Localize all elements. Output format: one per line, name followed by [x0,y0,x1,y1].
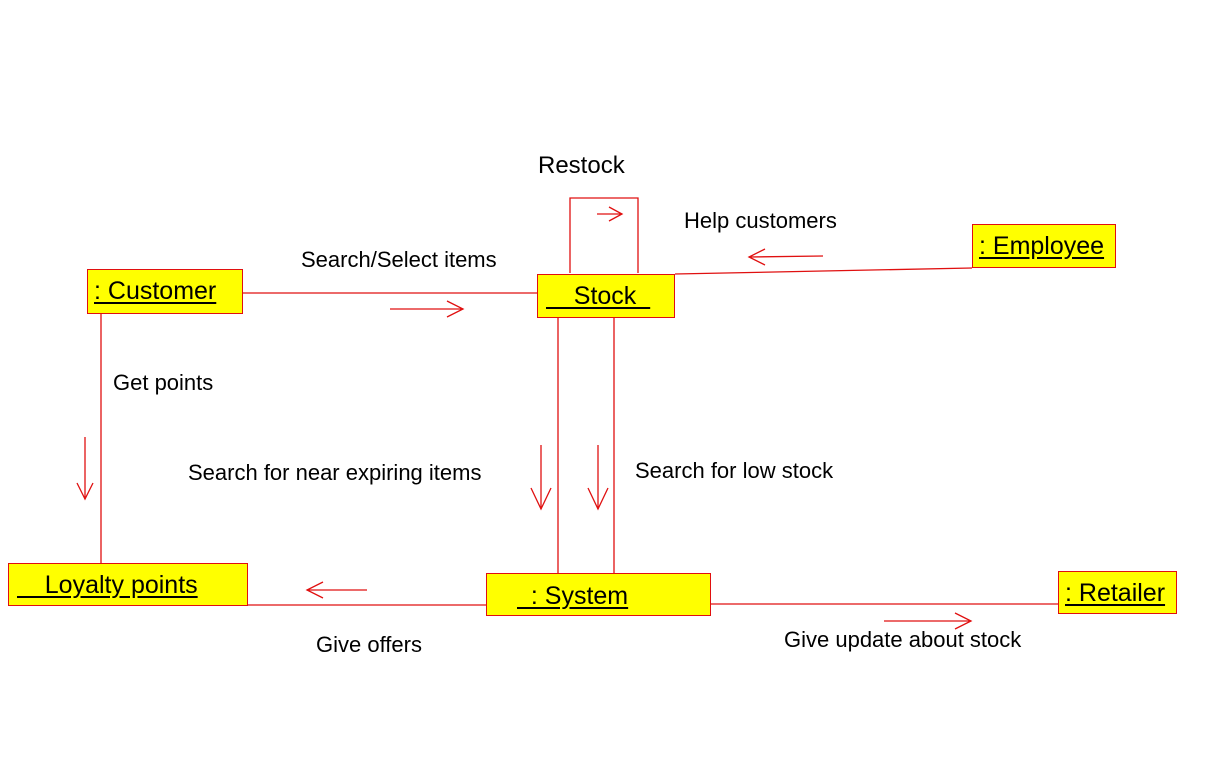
link-stock-self [569,197,639,273]
label-help-customers: Help customers [684,208,837,233]
arrow-near-expiring [530,445,552,511]
arrow-help-customers [747,248,824,266]
arrow-search-select [390,300,465,318]
label-give-offers: Give offers [316,632,422,657]
system-object: : System [486,573,711,616]
arrow-restock [597,206,624,222]
label-low-stock: Search for low stock [635,458,834,483]
arrow-low-stock [587,445,609,511]
loyalty-points-object: Loyalty points [8,563,248,606]
arrow-give-update [884,612,973,630]
arrow-give-offers [305,581,367,599]
employee-object: : Employee [972,224,1116,268]
label-get-points: Get points [113,370,214,395]
label-restock: Restock [538,152,625,179]
retailer-object: : Retailer [1058,571,1177,614]
label-give-update: Give update about stock [784,627,1022,652]
link-stock-employee [674,267,973,275]
stock-object: Stock [537,274,675,318]
label-near-expiring: Search for near expiring items [188,460,482,485]
arrow-get-points [76,437,94,501]
customer-object: : Customer [87,269,243,314]
label-search-select: Search/Select items [301,247,497,272]
